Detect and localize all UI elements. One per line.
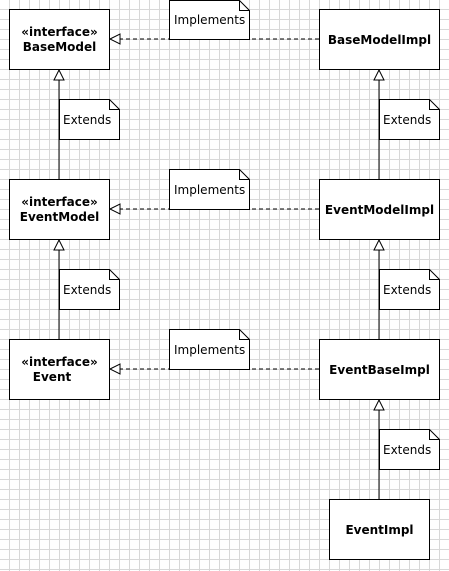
- note-label: Extends: [383, 113, 431, 127]
- note-label: Extends: [63, 283, 111, 297]
- extends-arrowhead: [53, 238, 65, 251]
- note-implements[interactable]: Implements: [169, 169, 250, 210]
- class-stereotype: «interface»: [21, 195, 98, 209]
- class-basemodelimpl[interactable]: BaseModelImpl: [319, 9, 440, 70]
- note-label: Implements: [174, 13, 245, 27]
- note-extends[interactable]: Extends: [379, 99, 440, 140]
- class-name: BaseModelImpl: [328, 33, 431, 47]
- note-label: Implements: [174, 343, 245, 357]
- class-event[interactable]: «interface» Event: [9, 339, 110, 400]
- note-label: Extends: [63, 113, 111, 127]
- implements-arrowhead: [108, 33, 121, 45]
- note-extends[interactable]: Extends: [59, 269, 120, 310]
- class-basemodel[interactable]: «interface» BaseModel: [9, 9, 110, 70]
- note-label: Extends: [383, 443, 431, 457]
- note-extends[interactable]: Extends: [59, 99, 120, 140]
- class-name: EventModel: [20, 210, 99, 224]
- class-stereotype: «interface»: [21, 25, 98, 39]
- class-name: EventImpl: [345, 523, 413, 537]
- class-eventbaseimpl[interactable]: EventBaseImpl: [319, 339, 440, 400]
- extends-arrowhead: [373, 238, 385, 251]
- implements-arrowhead: [108, 203, 121, 215]
- note-implements[interactable]: Implements: [169, 329, 250, 370]
- class-name: Event: [33, 370, 72, 384]
- extends-arrowhead: [373, 68, 385, 81]
- class-eventimpl[interactable]: EventImpl: [329, 499, 430, 560]
- note-label: Extends: [383, 283, 431, 297]
- note-label: Implements: [174, 183, 245, 197]
- extends-arrowhead: [53, 68, 65, 81]
- class-stereotype: «interface»: [21, 355, 98, 369]
- class-name: EventBaseImpl: [329, 363, 430, 377]
- class-eventmodel[interactable]: «interface» EventModel: [9, 179, 110, 240]
- extends-arrowhead: [373, 398, 385, 411]
- note-extends[interactable]: Extends: [379, 429, 440, 470]
- note-implements[interactable]: Implements: [169, 0, 250, 40]
- class-eventmodelimpl[interactable]: EventModelImpl: [319, 179, 440, 240]
- class-name: EventModelImpl: [325, 203, 434, 217]
- class-name: BaseModel: [23, 40, 97, 54]
- note-extends[interactable]: Extends: [379, 269, 440, 310]
- implements-arrowhead: [108, 363, 121, 375]
